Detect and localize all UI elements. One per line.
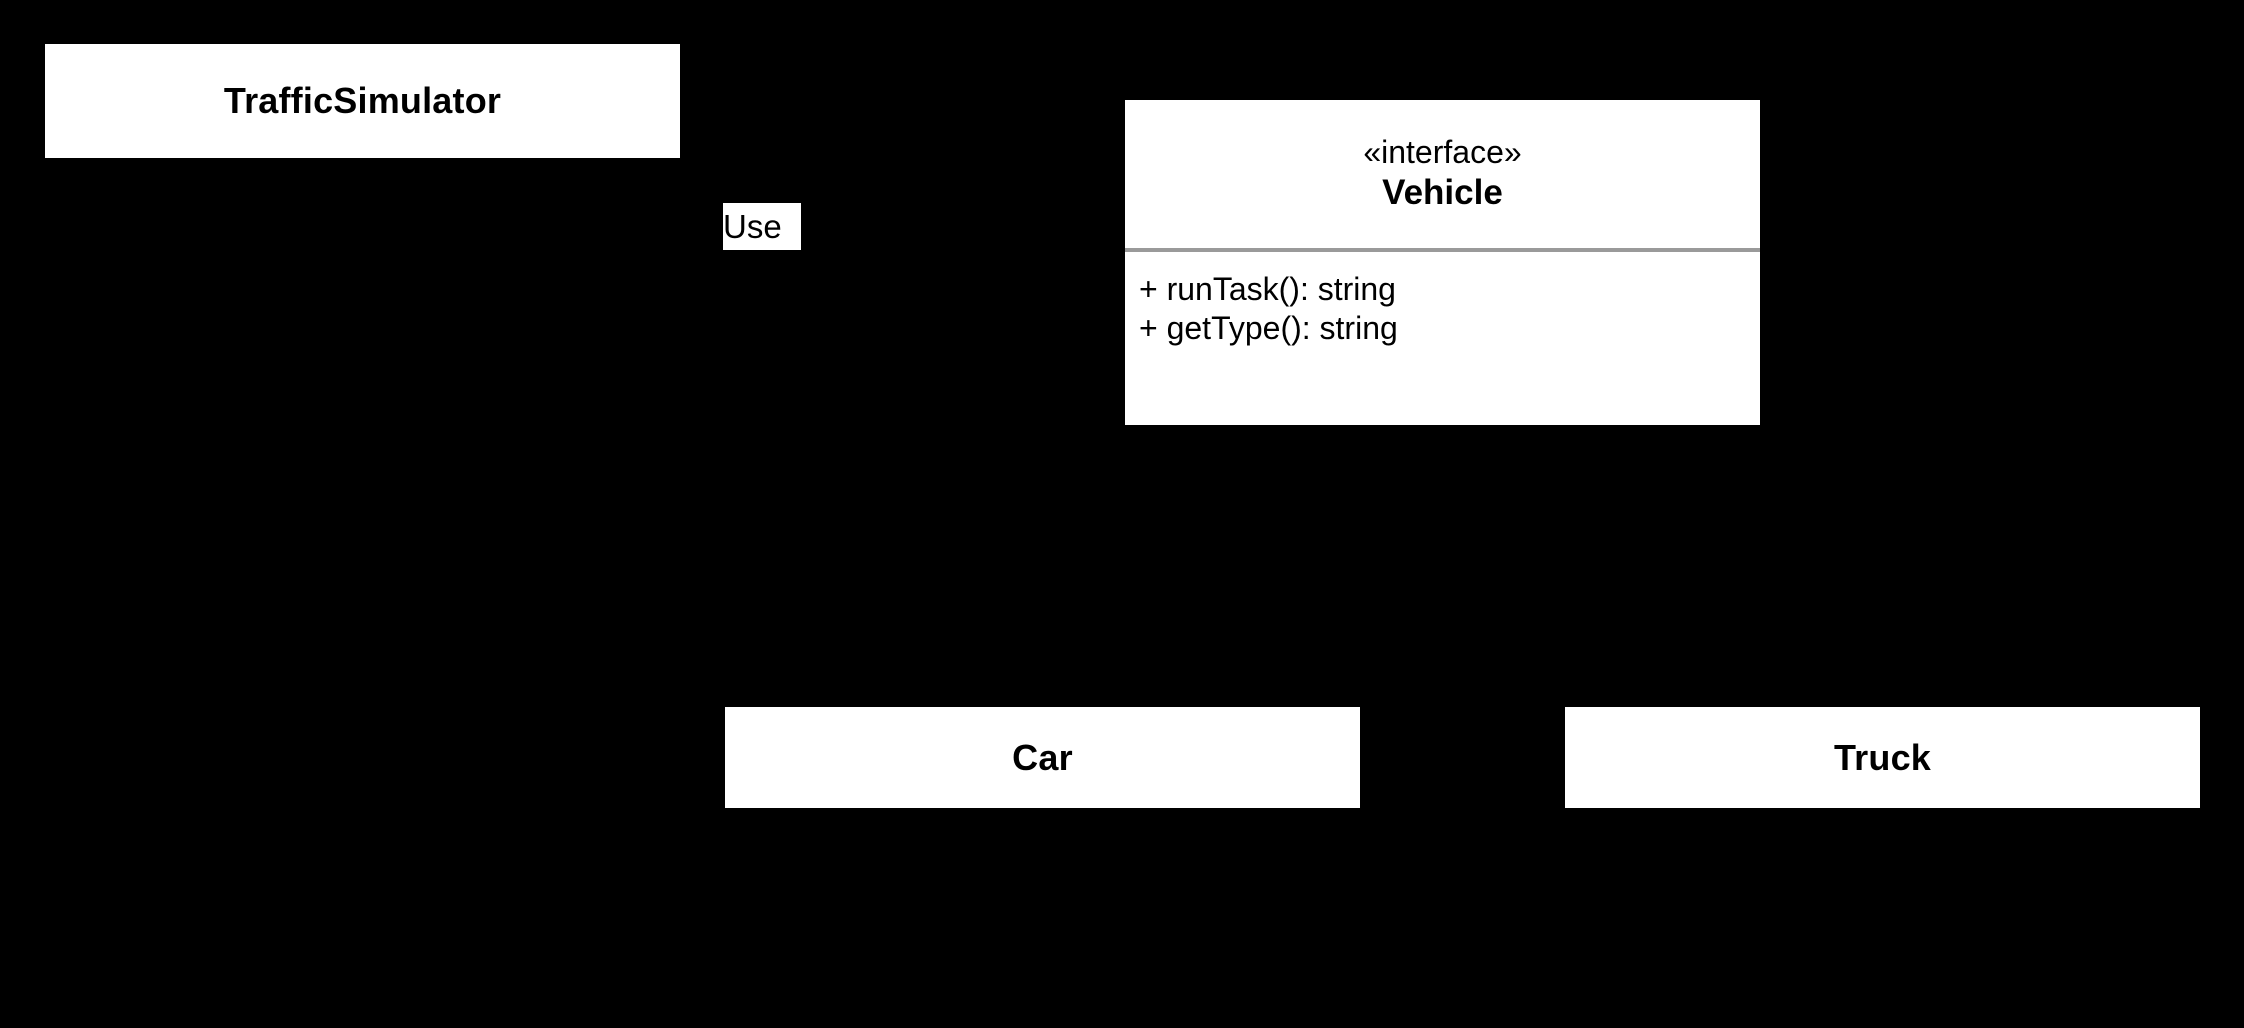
class-node-truck[interactable]: Truck: [1565, 707, 2200, 808]
edge-label-use-text: Use: [723, 208, 782, 245]
connector-truck-to-vehicle: [1881, 425, 1884, 707]
connector-trafficsimulator-to-vehicle: [680, 199, 1125, 202]
interface-name-vehicle: Vehicle: [1382, 173, 1503, 213]
class-node-trafficsimulator[interactable]: TrafficSimulator: [45, 44, 680, 158]
edge-label-use[interactable]: Use: [723, 203, 801, 250]
vehicle-method-gettype: + getType(): string: [1139, 310, 1398, 347]
vehicle-stereotype: «interface»: [1363, 134, 1522, 171]
vehicle-header-compartment: «interface» Vehicle: [1125, 100, 1760, 248]
vehicle-method-runtask: + runTask(): string: [1139, 271, 1396, 307]
class-name-trafficsimulator: TrafficSimulator: [223, 80, 502, 122]
vehicle-methods-compartment: + runTask(): string + getType(): string: [1125, 270, 1760, 348]
interface-node-vehicle[interactable]: «interface» Vehicle + runTask(): string …: [1125, 100, 1760, 425]
class-name-car: Car: [1012, 736, 1073, 778]
class-node-car[interactable]: Car: [725, 707, 1360, 808]
connector-car-to-vehicle: [1041, 425, 1044, 707]
class-name-truck: Truck: [1833, 736, 1932, 778]
vehicle-compartment-divider: [1125, 248, 1760, 252]
